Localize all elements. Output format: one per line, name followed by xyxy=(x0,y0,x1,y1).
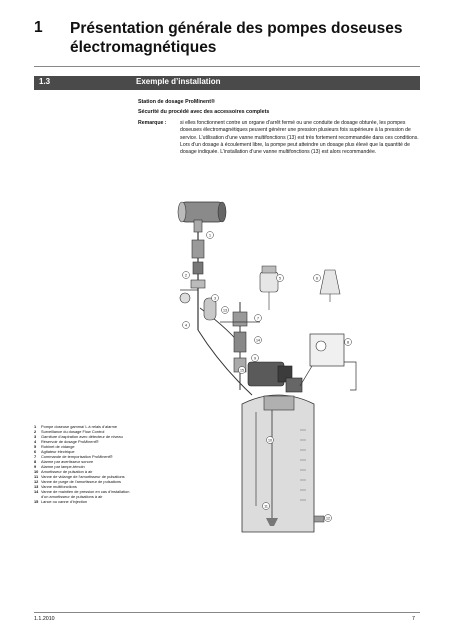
remark-text: si elles fonctionnent contre un organe d… xyxy=(180,120,419,156)
callout-13: 13 xyxy=(223,309,227,313)
legend-item: 6 Agitateur électrique xyxy=(34,449,136,454)
legend-item: 8 Alarme par avertisseur sonore xyxy=(34,459,136,464)
alarm-horn xyxy=(319,269,341,302)
legend-item-number: 1 xyxy=(34,424,37,429)
legend-item: 7 Commande de temporisation ProMinent® xyxy=(34,454,136,459)
callout-2: 2 xyxy=(185,274,187,278)
injection-pipe xyxy=(177,201,227,233)
legend-item: 1 Pompe doseuse gamma/ L à relais d’alarm… xyxy=(34,424,136,429)
legend-item-number: 6 xyxy=(34,449,37,454)
callout-4: 4 xyxy=(185,324,187,328)
chapter-number: 1 xyxy=(34,19,43,36)
legend-item-number: 9 xyxy=(34,464,37,469)
legend-item-text: Vanne de purge de l’amortisseur de pulsa… xyxy=(41,479,121,484)
subtitle-station: Station de dosage ProMinent® xyxy=(138,99,215,105)
legend-item-number: 15 xyxy=(34,499,39,504)
legend-item: 3 Garniture d’aspiration avec détecteur d… xyxy=(34,434,136,439)
dosing-pump xyxy=(247,361,313,393)
callout-11: 11 xyxy=(264,505,268,509)
legend-item-number: 14 xyxy=(34,489,39,494)
legend-item: 5 Robinet de vidange xyxy=(34,444,136,449)
legend-item-text: Agitateur électrique xyxy=(41,449,75,454)
legend-item-text: Vanne de vidange de l’amortisseur de pul… xyxy=(41,474,125,479)
legend-item-text: Vanne multifonctions xyxy=(41,484,77,489)
alarm-lamp xyxy=(259,265,279,310)
callout-14: 14 xyxy=(256,339,260,343)
legend-item: 9 Alarme par lampe-témoin xyxy=(34,464,136,469)
legend-item-text: Réservoir de dosage ProMinent® xyxy=(41,439,99,444)
legend-item-text: Alarme par lampe-témoin xyxy=(41,464,85,469)
footer-rule xyxy=(34,612,420,613)
dosing-tank xyxy=(241,394,325,533)
legend-item-text: Lance ou canne d’injection xyxy=(41,499,88,504)
callout-1: 1 xyxy=(209,234,211,238)
component-legend: 1 Pompe doseuse gamma/ L à relais d’alarm… xyxy=(34,424,136,504)
pulsation-damper xyxy=(179,292,217,321)
legend-item: 2 Surveillance du dosage Flow Control xyxy=(34,429,136,434)
legend-item-number: 3 xyxy=(34,434,37,439)
legend-item: 4 Réservoir de dosage ProMinent® xyxy=(34,439,136,444)
callout-5: 5 xyxy=(279,277,281,281)
legend-item-number: 4 xyxy=(34,439,37,444)
legend-item-number: 11 xyxy=(34,474,39,479)
remark-label: Remarque : xyxy=(138,120,167,126)
legend-item-text: Surveillance du dosage Flow Control xyxy=(41,429,105,434)
legend-item-text: Pompe doseuse gamma/ L à relais d’alarme xyxy=(41,424,117,429)
legend-item-text: Commande de temporisation ProMinent® xyxy=(41,454,113,459)
callout-15: 15 xyxy=(240,369,244,373)
chapter-title: Présentation générale des pompes doseuse… xyxy=(70,20,403,56)
section-title: Exemple d’installation xyxy=(136,77,221,86)
section-number: 1.3 xyxy=(39,77,51,86)
legend-item-text: Garniture d’aspiration avec détecteur de… xyxy=(41,434,123,439)
page-number: 7 xyxy=(412,616,415,622)
footer-date: 1.1.2010 xyxy=(34,616,55,622)
legend-item-number: 12 xyxy=(34,479,39,484)
legend-item-text: Amortisseur de pulsation à air xyxy=(41,469,93,474)
legend-item-number: 13 xyxy=(34,484,39,489)
callout-8: 8 xyxy=(347,341,349,345)
legend-item-number: 8 xyxy=(34,459,37,464)
callout-12: 12 xyxy=(326,517,330,521)
callout-7: 7 xyxy=(257,317,259,321)
callout-6: 6 xyxy=(316,277,318,281)
legend-item-text: Vanne de maintien de pression en cas d’i… xyxy=(41,489,130,499)
legend-item-number: 10 xyxy=(34,469,39,474)
installation-diagram: 1 2 3 4 5 6 7 8 9 10 11 12 13 14 15 xyxy=(177,201,357,533)
subtitle-security: Sécurité du procédé avec des accessoires… xyxy=(138,109,270,115)
callout-3: 3 xyxy=(214,297,216,301)
legend-item-text: Robinet de vidange xyxy=(41,444,75,449)
legend-item-number: 2 xyxy=(34,429,37,434)
callout-10: 10 xyxy=(268,439,272,443)
legend-item-number: 5 xyxy=(34,444,37,449)
diagram-callouts xyxy=(182,231,352,522)
callout-9: 9 xyxy=(254,357,256,361)
legend-item-number: 7 xyxy=(34,454,37,459)
header-rule xyxy=(34,66,420,67)
timer-control xyxy=(309,333,357,391)
legend-item-text: Alarme par avertisseur sonore xyxy=(41,459,94,464)
section-bar: 1.3 Exemple d’installation xyxy=(34,76,420,90)
